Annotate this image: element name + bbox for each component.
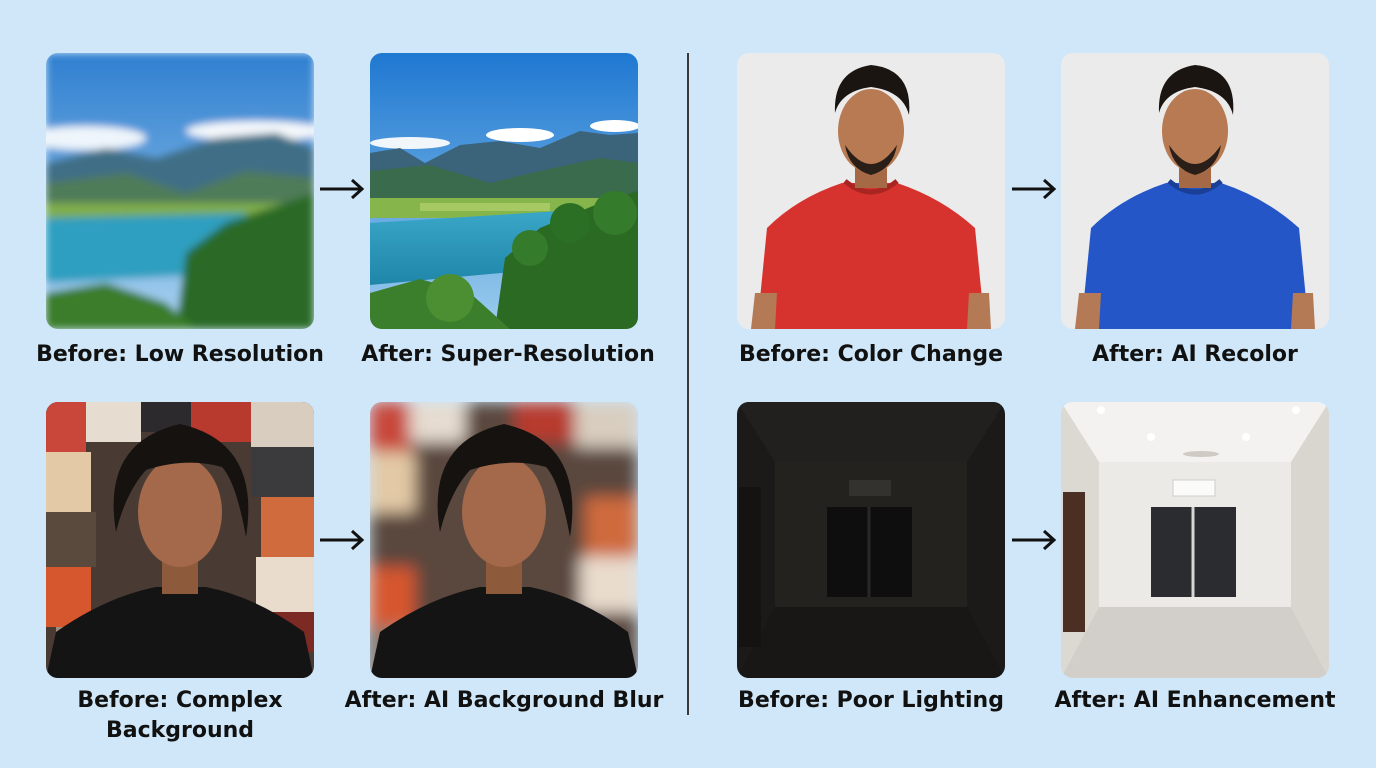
arrow-right-icon (318, 528, 366, 552)
arrow-right-icon (318, 177, 366, 201)
caption-before-complex-background: Before: Complex Background (77, 688, 283, 743)
arrow-right-icon (1010, 528, 1058, 552)
caption-after-background-blur: After: AI Background Blur (344, 688, 664, 713)
before-low-resolution-image (46, 53, 314, 329)
before-poor-lighting-image (737, 402, 1005, 678)
caption-before-low-resolution: Before: Low Resolution (36, 342, 324, 367)
center-divider (687, 53, 689, 715)
after-ai-recolor-image (1061, 53, 1329, 329)
caption-after-super-resolution: After: Super-Resolution (361, 342, 655, 367)
caption-before-color-change: Before: Color Change (738, 342, 1003, 367)
arrow-right-icon (1010, 177, 1058, 201)
before-complex-background-image (46, 402, 314, 678)
before-color-change-image (737, 53, 1005, 329)
after-ai-enhancement-image (1061, 402, 1329, 678)
caption-after-ai-enhancement: After: AI Enhancement (1054, 688, 1336, 713)
caption-before-poor-lighting: Before: Poor Lighting (738, 688, 1004, 713)
after-super-resolution-image (370, 53, 638, 329)
after-background-blur-image (370, 402, 638, 678)
caption-after-ai-recolor: After: AI Recolor (1092, 342, 1298, 367)
